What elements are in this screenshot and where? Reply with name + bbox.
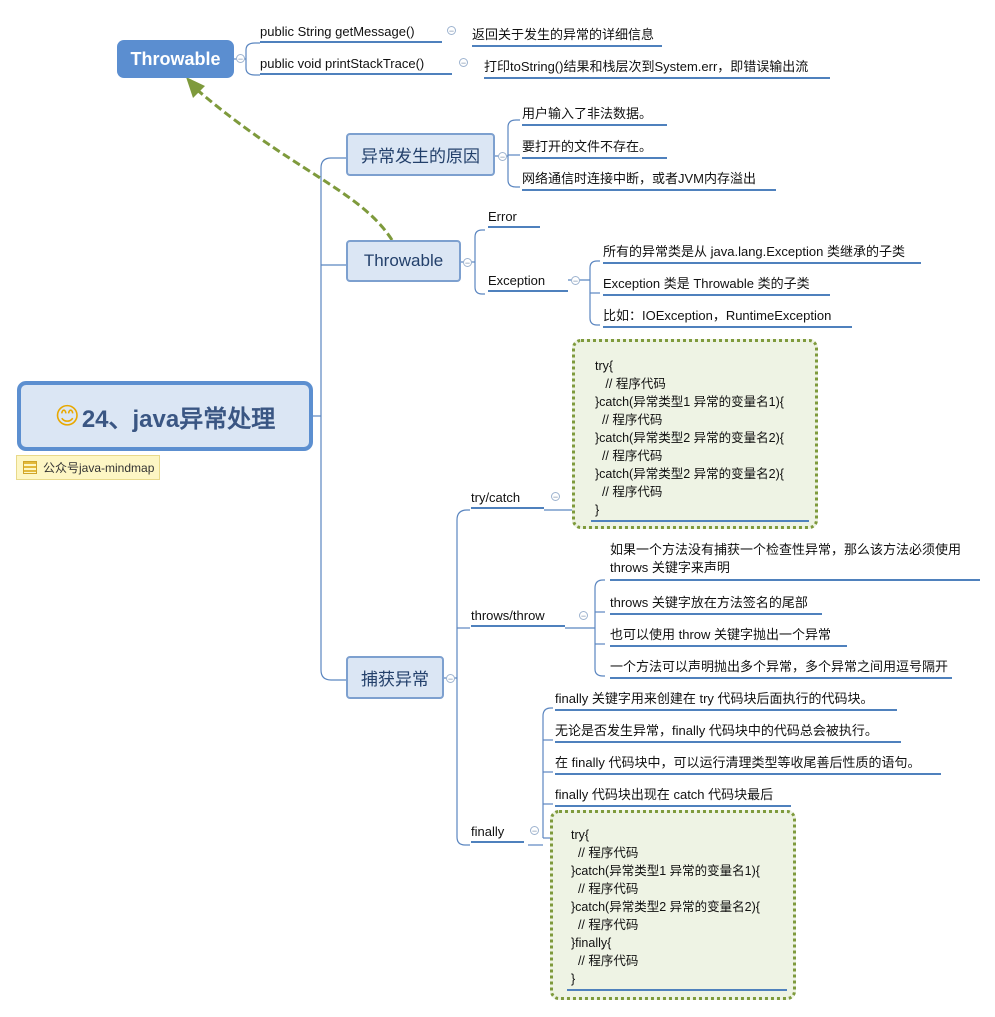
cause-item[interactable]: 网络通信时连接中断，或者JVM内存溢出 [522, 168, 776, 191]
minus-circle-icon[interactable]: − [447, 26, 456, 36]
try-catch-topic[interactable]: try/catch [471, 490, 544, 509]
method-get-message-desc[interactable]: 返回关于发生的异常的详细信息 [472, 24, 662, 47]
exception-item[interactable]: Exception 类是 Throwable 类的子类 [603, 273, 830, 296]
cause-item[interactable]: 要打开的文件不存在。 [522, 136, 667, 159]
root-note-tag[interactable]: 公众号java-mindmap [16, 455, 160, 480]
catching-label: 捕获异常 [361, 670, 429, 689]
throwable-top-topic[interactable]: Throwable [117, 40, 234, 78]
throws-item-line: throws 关键字来声明 [610, 560, 730, 575]
catching-topic[interactable]: 捕获异常 [346, 656, 444, 699]
exception-topic[interactable]: Exception [488, 273, 568, 292]
throws-item[interactable]: 如果一个方法没有捕获一个检查性异常，那么该方法必须使用 throws 关键字来声… [610, 541, 980, 581]
minus-circle-icon[interactable]: − [571, 276, 580, 286]
method-print-stack-trace-desc[interactable]: 打印toString()结果和栈层次到System.err，即错误输出流 [484, 56, 830, 79]
finally-topic[interactable]: finally [471, 824, 524, 843]
root-tag-label: 公众号java-mindmap [43, 461, 155, 475]
root-topic[interactable]: 😊 24、java异常处理 [17, 381, 313, 451]
code-underline [567, 989, 787, 991]
throws-item[interactable]: 一个方法可以声明抛出多个异常，多个异常之间用逗号隔开 [610, 656, 952, 679]
finally-code: try{ // 程序代码 }catch(异常类型1 异常的变量名1){ // 程… [571, 828, 760, 986]
throws-item-line: 如果一个方法没有捕获一个检查性异常，那么该方法必须使用 [610, 542, 962, 557]
minus-circle-icon[interactable]: − [459, 58, 468, 68]
minus-circle-icon[interactable]: − [236, 54, 245, 64]
minus-circle-icon[interactable]: − [463, 258, 472, 268]
minus-circle-icon[interactable]: − [530, 826, 539, 836]
finally-item[interactable]: finally 代码块出现在 catch 代码块最后 [555, 784, 791, 807]
finally-code-block[interactable]: try{ // 程序代码 }catch(异常类型1 异常的变量名1){ // 程… [550, 810, 796, 1000]
causes-topic[interactable]: 异常发生的原因 [346, 133, 495, 176]
root-title: 24、java异常处理 [81, 405, 276, 433]
method-print-stack-trace[interactable]: public void printStackTrace() [260, 56, 452, 75]
exception-item[interactable]: 比如：IOException，RuntimeException [603, 305, 852, 328]
minus-circle-icon[interactable]: − [498, 152, 507, 162]
causes-label: 异常发生的原因 [361, 147, 480, 166]
throwable-topic[interactable]: Throwable [346, 240, 461, 282]
throwable-label: Throwable [363, 251, 444, 270]
throws-item[interactable]: throws 关键字放在方法签名的尾部 [610, 592, 822, 615]
throwable-top-label: Throwable [130, 48, 221, 69]
try-catch-code-block[interactable]: try{ // 程序代码 }catch(异常类型1 异常的变量名1){ // 程… [572, 339, 818, 529]
cause-item[interactable]: 用户输入了非法数据。 [522, 103, 667, 126]
smile-icon: 😊 [54, 402, 80, 430]
error-topic[interactable]: Error [488, 209, 540, 228]
arrow-icon [186, 77, 205, 98]
note-icon [23, 461, 37, 474]
minus-circle-icon[interactable]: − [551, 492, 560, 502]
throws-item[interactable]: 也可以使用 throw 关键字抛出一个异常 [610, 624, 847, 647]
method-get-message[interactable]: public String getMessage() [260, 24, 442, 43]
finally-item[interactable]: finally 关键字用来创建在 try 代码块后面执行的代码块。 [555, 688, 897, 711]
code-underline [591, 520, 809, 522]
minus-circle-icon[interactable]: − [446, 674, 455, 684]
finally-item[interactable]: 无论是否发生异常，finally 代码块中的代码总会被执行。 [555, 720, 901, 743]
exception-item[interactable]: 所有的异常类是从 java.lang.Exception 类继承的子类 [603, 241, 921, 264]
try-catch-code: try{ // 程序代码 }catch(异常类型1 异常的变量名1){ // 程… [595, 359, 784, 517]
finally-item[interactable]: 在 finally 代码块中，可以运行清理类型等收尾善后性质的语句。 [555, 752, 941, 775]
throws-topic[interactable]: throws/throw [471, 608, 565, 627]
minus-circle-icon[interactable]: − [579, 611, 588, 621]
